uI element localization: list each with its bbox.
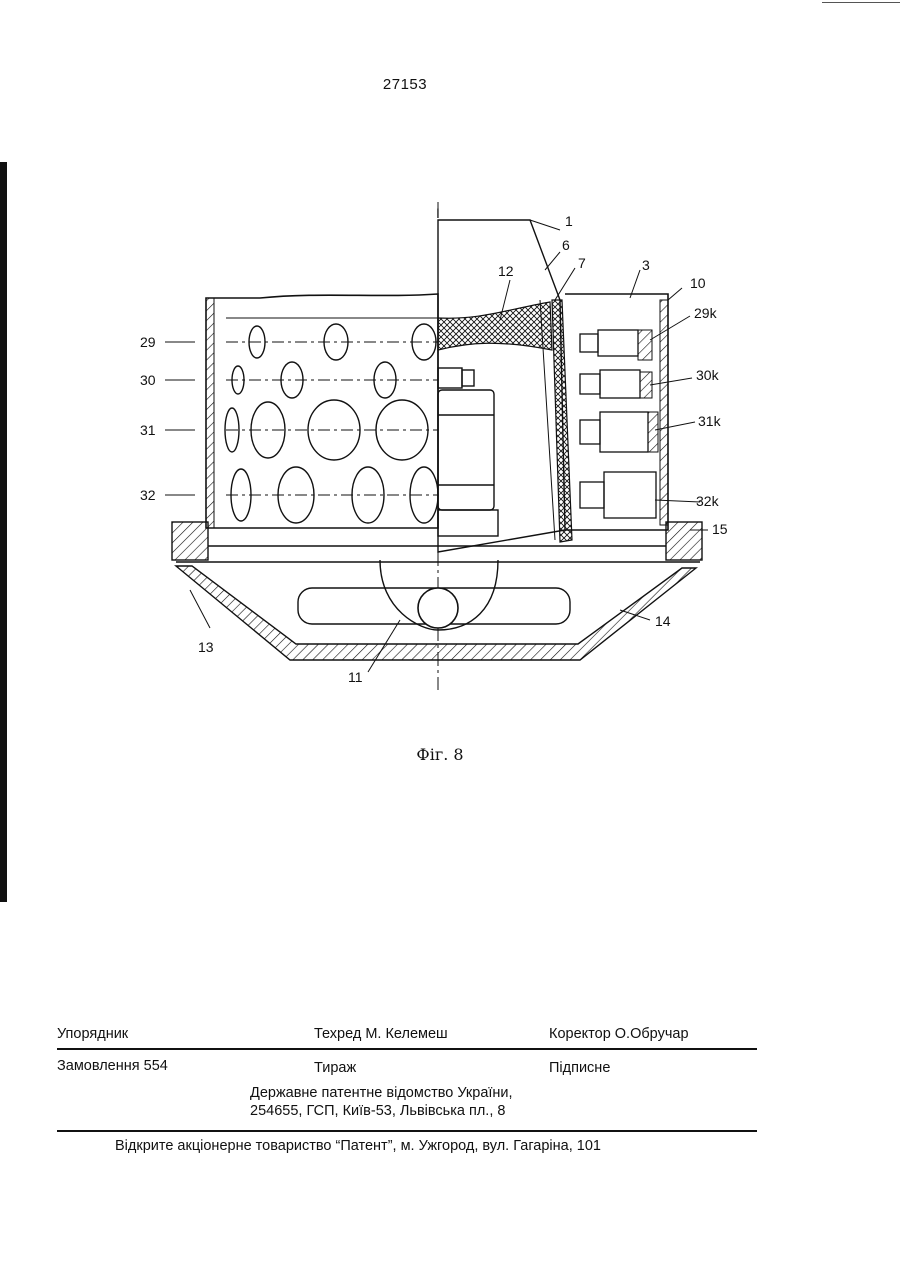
label-10: 10	[690, 275, 706, 291]
top-right-rule	[822, 2, 900, 3]
circulation-label: Тираж	[314, 1060, 356, 1076]
label-32: 32	[140, 487, 156, 503]
label-29k: 29k	[694, 305, 718, 321]
office-address-line2: 254655, ГСП, Київ-53, Львівська пл., 8	[250, 1103, 505, 1119]
technical-drawing: I 1 6 7 12 3 10 29 30 31 32 29k 30k 31k …	[0, 190, 900, 710]
label-13: 13	[198, 639, 214, 655]
label-11: 11	[348, 669, 363, 685]
left-housing	[206, 294, 438, 528]
tech-editor: Техред М. Келемеш	[314, 1026, 448, 1042]
label-31k: 31k	[698, 413, 722, 429]
label-29: 29	[140, 334, 156, 350]
nozzle-mounts	[638, 330, 658, 452]
label-section-mark: I	[436, 205, 440, 221]
wall-lining	[552, 300, 572, 542]
label-30k: 30k	[696, 367, 720, 383]
label-1: 1	[565, 213, 573, 229]
left-wall	[206, 298, 214, 528]
subscription-label: Підписне	[549, 1060, 610, 1076]
cylinder-device	[438, 368, 498, 536]
right-flange	[666, 522, 702, 560]
label-14: 14	[655, 613, 671, 629]
colophon-rule-top	[57, 1048, 757, 1050]
colophon-rule-bottom	[57, 1130, 757, 1132]
label-12: 12	[498, 263, 514, 279]
label-7: 7	[578, 255, 586, 271]
order-number: Замовлення 554	[57, 1058, 168, 1074]
figure-caption: Фіг. 8	[0, 745, 880, 764]
label-6: 6	[562, 237, 570, 253]
printer-line: Відкрите акціонерне товариство “Патент”,…	[115, 1138, 601, 1154]
label-31: 31	[140, 422, 156, 438]
compiler-label: Упорядник	[57, 1026, 128, 1042]
label-15: 15	[712, 521, 728, 537]
label-32k: 32k	[696, 493, 720, 509]
left-flange	[172, 522, 208, 560]
office-address-line1: Державне патентне відомство України,	[250, 1085, 513, 1101]
row-axes	[226, 342, 438, 495]
page-number: 27153	[0, 76, 810, 93]
roller-axle	[418, 588, 458, 628]
proofreader: Коректор О.Обручар	[549, 1026, 689, 1042]
label-3: 3	[642, 257, 650, 273]
insulation-layer	[438, 302, 552, 350]
label-30: 30	[140, 372, 156, 388]
